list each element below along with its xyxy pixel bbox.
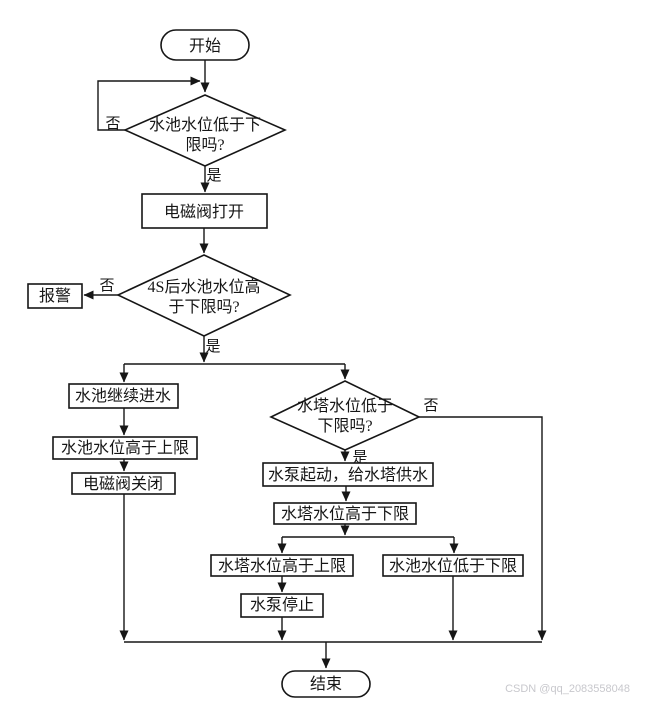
tower-low-no-label: 否 <box>423 398 438 414</box>
decision-4s-line2: 于下限吗? <box>168 298 239 316</box>
pool-below-low-label: 水池水位低于下限 <box>389 557 517 575</box>
pool-low-no-label: 否 <box>105 116 120 132</box>
pool-above-high-label: 水池水位高于上限 <box>61 439 189 457</box>
after-4s-yes-label: 是 <box>205 339 220 355</box>
after-4s-no-label: 否 <box>99 278 114 294</box>
tower-above-high-label: 水塔水位高于上限 <box>218 557 346 575</box>
decision-tower-low-line1: 水塔水位低于 <box>297 397 393 415</box>
pool-low-yes-label: 是 <box>206 168 221 184</box>
alarm-label: 报警 <box>39 287 71 305</box>
decision-tower-low-line2: 下限吗? <box>317 417 372 435</box>
valve-open-box <box>141 193 268 229</box>
tower-low-yes-label: 是 <box>352 450 367 466</box>
decision-tower-low-diamond <box>269 380 421 451</box>
csdn-watermark: CSDN @qq_2083558048 <box>505 683 630 695</box>
decision-pool-low-line1: 水池水位低于下 <box>149 116 261 134</box>
valve-open-label: 电磁阀打开 <box>164 203 244 221</box>
pump-stop-label: 水泵停止 <box>250 596 314 614</box>
pump-start-label: 水泵起动，给水塔供水 <box>268 466 428 484</box>
pump-stop-box <box>240 593 324 618</box>
alarm-box <box>27 283 83 309</box>
valve-close-box <box>71 472 176 495</box>
decision-pool-low-line2: 限吗? <box>185 136 224 154</box>
connector-pool-decision-no-loop <box>97 76 201 131</box>
pool-keep-filling-label: 水池继续进水 <box>75 387 171 405</box>
end-terminator <box>281 670 371 698</box>
start-terminator <box>160 29 250 61</box>
pool-below-low-box <box>382 554 524 577</box>
tower-above-low-label: 水塔水位高于下限 <box>281 505 409 523</box>
decision-4s-diamond <box>116 254 292 337</box>
pool-keep-filling-box <box>68 383 179 409</box>
pool-above-high-box <box>52 436 198 460</box>
valve-close-label: 电磁阀关闭 <box>83 475 163 493</box>
tower-above-low-box <box>273 502 417 525</box>
tower-above-high-box <box>210 554 354 577</box>
start-label: 开始 <box>189 37 221 55</box>
end-label: 结束 <box>310 675 342 693</box>
decision-4s-line1: 4S后水池水位高 <box>148 278 261 296</box>
decision-pool-low-diamond <box>123 94 287 167</box>
pump-start-box <box>262 462 434 487</box>
connector-tower-no-right-down <box>419 416 547 641</box>
